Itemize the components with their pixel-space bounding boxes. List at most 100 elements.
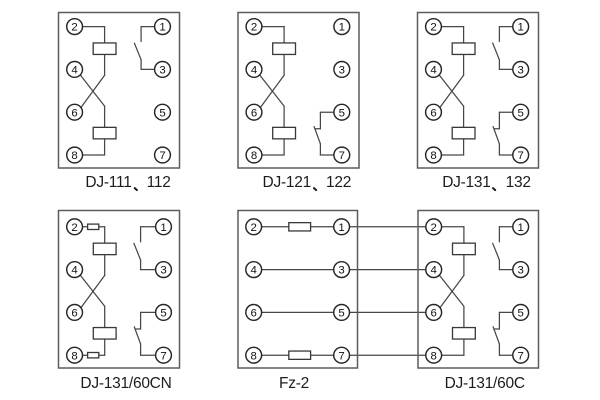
terminal-circle-6: [65, 303, 84, 322]
terminal-circle-4: [245, 260, 263, 279]
terminal-circle-3: [153, 60, 172, 79]
terminal-circle-2: [425, 218, 443, 236]
relay-case-outline: [416, 11, 540, 169]
terminal-number-2: 2: [251, 22, 257, 34]
terminal-circle-5: [512, 303, 530, 322]
terminal-circle-8: [65, 146, 84, 164]
terminal-number-4: 4: [71, 65, 77, 77]
terminal-number-8: 8: [251, 350, 257, 362]
terminal-number-6: 6: [430, 107, 436, 119]
terminal-circle-7: [333, 146, 351, 164]
terminal-number-1: 1: [518, 222, 524, 234]
relay-coil-upper: [92, 242, 117, 256]
terminal-circle-8: [425, 346, 443, 364]
terminal-number-7: 7: [338, 350, 344, 362]
terminal-number-6: 6: [251, 308, 257, 320]
terminal-circle-3: [333, 60, 351, 79]
terminal-circle-7: [512, 346, 530, 364]
terminal-number-7: 7: [518, 150, 524, 162]
terminal-circle-2: [245, 218, 263, 236]
terminal-number-6: 6: [431, 308, 437, 320]
terminal-number-4: 4: [251, 65, 257, 77]
block-resistor-row-1: [288, 221, 312, 232]
relay-coil-lower: [92, 126, 117, 140]
terminal-number-3: 3: [159, 65, 165, 77]
terminal-number-4: 4: [431, 265, 437, 277]
terminal-number-3: 3: [160, 265, 166, 277]
terminal-number-1: 1: [338, 222, 344, 234]
terminal-circle-1: [333, 17, 351, 36]
terminal-circle-3: [512, 60, 530, 79]
terminal-number-2: 2: [251, 222, 257, 234]
relay-coil-upper: [451, 242, 476, 256]
terminal-number-6: 6: [71, 308, 77, 320]
diagram-label-dj-131-60cn: DJ-131/60CN: [80, 374, 172, 392]
diagram-label-dj-131-60c: DJ-131/60C: [444, 374, 525, 392]
cross-wire-4-to-coil2: [438, 74, 465, 107]
terminal-circle-1: [332, 218, 351, 236]
terminal-number-5: 5: [518, 308, 524, 320]
terminal-number-1: 1: [159, 22, 165, 34]
terminal-circle-5: [153, 103, 172, 121]
terminal-circle-1: [512, 17, 530, 36]
terminal-number-2: 2: [431, 222, 437, 234]
cross-wire-4-to-coil2: [79, 274, 106, 307]
no-contact-blade: [492, 242, 501, 261]
diagram-label-fz-2: Fz-2: [279, 374, 309, 392]
no-contact-blade: [133, 242, 142, 261]
terminal-number-8: 8: [71, 350, 77, 362]
terminal-number-8: 8: [251, 150, 257, 162]
terminal-circle-7: [332, 346, 351, 364]
relay-coil-lower: [451, 326, 476, 340]
terminal-circle-2: [245, 17, 263, 36]
terminal-circle-6: [245, 303, 263, 322]
terminal-number-7: 7: [159, 150, 165, 162]
ideographic-comma: [491, 186, 506, 187]
terminal-circle-4: [65, 60, 84, 79]
terminal-circle-2: [65, 17, 84, 36]
relay-case-outline: [417, 209, 540, 369]
terminal-circle-4: [425, 260, 443, 279]
terminal-circle-5: [512, 103, 530, 121]
series-resistor-bottom: [86, 351, 100, 359]
terminal-circle-2: [424, 17, 443, 36]
terminal-circle-8: [245, 346, 263, 364]
relay-coil-upper: [451, 42, 476, 56]
terminal-circle-4: [245, 60, 263, 79]
relay-coil-upper: [92, 42, 117, 56]
terminal-number-2: 2: [71, 222, 77, 234]
terminal-circle-6: [425, 303, 443, 322]
terminal-circle-6: [65, 103, 84, 121]
terminal-circle-1: [512, 218, 530, 236]
terminal-circle-1: [153, 17, 172, 36]
terminal-number-8: 8: [71, 150, 77, 162]
terminal-number-5: 5: [160, 308, 166, 320]
nc-contact-blade: [492, 125, 501, 145]
terminal-number-1: 1: [339, 22, 345, 34]
relay-coil-lower: [92, 326, 117, 340]
terminal-number-4: 4: [430, 65, 436, 77]
terminal-number-5: 5: [518, 107, 524, 119]
cross-wire-4-to-coil2: [79, 74, 106, 107]
relay-case-outline: [57, 11, 181, 169]
nc-contact-blade: [492, 326, 501, 345]
terminal-number-2: 2: [71, 22, 77, 34]
terminal-number-3: 3: [518, 65, 524, 77]
terminal-number-1: 1: [160, 222, 166, 234]
terminal-circle-3: [154, 260, 173, 279]
terminal-circle-7: [154, 346, 173, 364]
relay-case-outline: [237, 209, 359, 369]
terminal-number-4: 4: [251, 265, 257, 277]
relay-case-outline: [237, 11, 360, 169]
terminal-circle-5: [154, 303, 173, 322]
terminal-number-1: 1: [518, 22, 524, 34]
terminal-circle-8: [424, 146, 443, 164]
terminal-number-7: 7: [518, 350, 524, 362]
relay-coil-lower: [451, 126, 476, 140]
terminal-number-3: 3: [338, 265, 344, 277]
